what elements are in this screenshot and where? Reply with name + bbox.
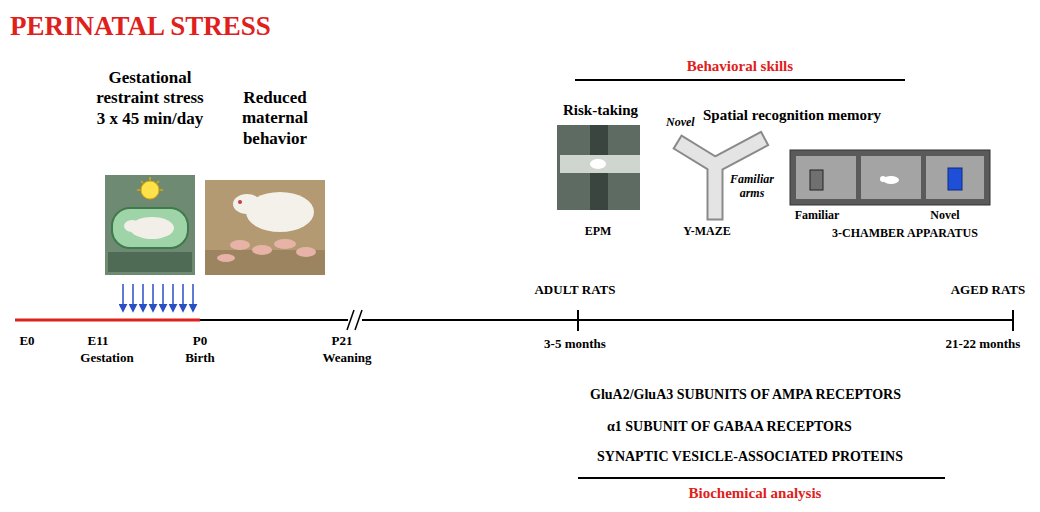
test-heading: Risk-taking xyxy=(563,101,638,119)
test-name: 3-CHAMBER APPARATUS xyxy=(832,226,978,240)
timepoint: E11 xyxy=(88,333,109,349)
test-heading: Spatial recognition memory xyxy=(703,106,881,124)
stress-note: Gestational restraint stress 3 x 45 min/… xyxy=(91,68,209,129)
stress-note: Reduced maternal behavior xyxy=(229,88,321,149)
section-heading: Behavioral skills xyxy=(687,57,793,75)
age-label: AGED RATS xyxy=(951,282,1026,298)
section-heading: Biochemical analysis xyxy=(689,484,822,502)
timepoint: P21 xyxy=(332,333,353,349)
timepoint-note: Gestation xyxy=(80,350,133,366)
timeline-tick xyxy=(1012,310,1014,331)
timeline-break xyxy=(355,310,362,330)
restraint-photo xyxy=(105,175,195,275)
timepoint: P0 xyxy=(193,333,207,349)
three-chamber-apparatus xyxy=(790,150,990,205)
timeline-gestation xyxy=(15,319,200,322)
bracket-line xyxy=(575,79,905,81)
bracket-line xyxy=(578,477,945,479)
biochem-item: SYNAPTIC VESICLE-ASSOCIATED PROTEINS xyxy=(597,449,903,466)
maternal-photo xyxy=(205,180,325,275)
timepoint: E0 xyxy=(19,333,34,349)
chamber-label: Familiar xyxy=(795,208,840,222)
timepoint-note: Birth xyxy=(185,350,215,366)
age-range: 21-22 months xyxy=(946,336,1021,352)
chamber-label: Novel xyxy=(930,208,959,222)
timeline-break xyxy=(347,310,354,330)
timepoint-note: Weaning xyxy=(322,350,371,366)
stress-arrows xyxy=(123,284,193,311)
diagram-title: PERINATAL STRESS xyxy=(10,10,271,42)
test-name: Y-MAZE xyxy=(683,224,731,238)
arm-label: Novel xyxy=(666,115,695,129)
arm-label: Familiar arms xyxy=(725,172,779,201)
age-label: ADULT RATS xyxy=(534,282,615,298)
epm-photo xyxy=(557,125,640,210)
biochem-item: α1 SUBUNIT OF GABAA RECEPTORS xyxy=(607,419,852,436)
timeline-tick xyxy=(577,310,579,331)
age-range: 3-5 months xyxy=(544,336,606,352)
biochem-item: GluA2/GluA3 SUBUNITS OF AMPA RECEPTORS xyxy=(590,387,901,404)
timeline xyxy=(200,319,1013,321)
test-name: EPM xyxy=(585,224,612,238)
